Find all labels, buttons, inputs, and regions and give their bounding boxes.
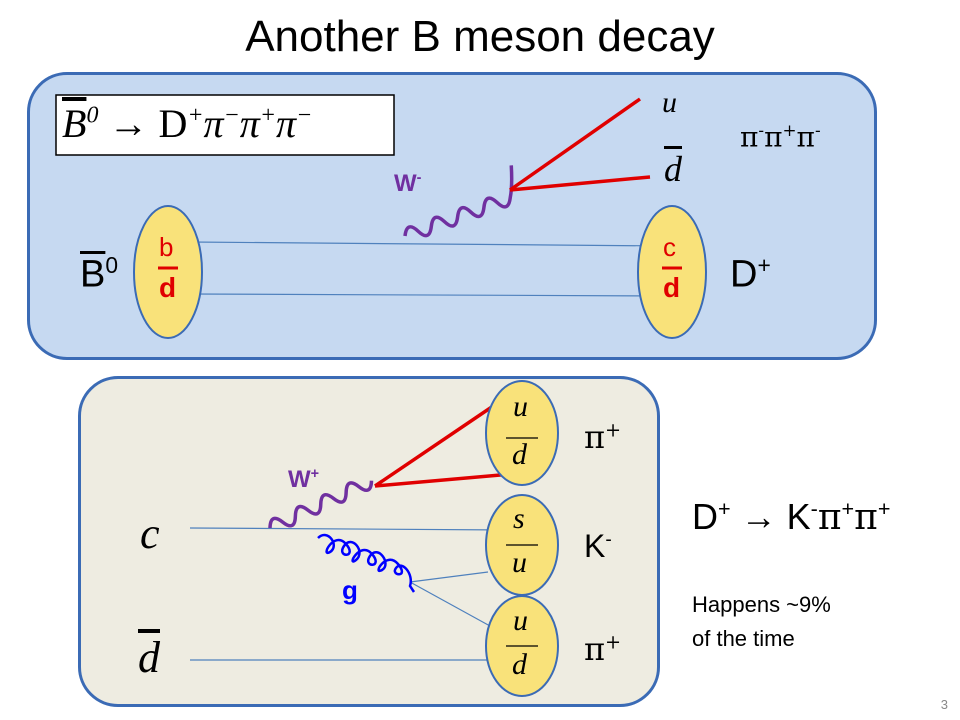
meson3-quark2: d — [512, 648, 527, 681]
top-w-label: W- — [394, 170, 422, 197]
d-meson-ellipse — [637, 205, 707, 339]
meson3-quark1: u — [513, 604, 528, 637]
bottom-red-line-dbar — [374, 472, 513, 488]
in-quark-dbar: d — [138, 633, 160, 682]
decay-formula: B0 → D+π−π+π− — [62, 101, 313, 146]
meson2-quark1: s — [513, 502, 525, 535]
slide-title: Another B meson decay — [245, 12, 715, 61]
in-quark-c: c — [140, 509, 160, 558]
d-meson-quark-top: c — [663, 232, 676, 262]
bottom-red-line-u — [374, 396, 506, 488]
d-decay-equation: D+ → K-π+π+ — [692, 496, 891, 538]
d-meson-quark-bottom: d — [663, 272, 681, 303]
meson3-label: π+ — [584, 630, 622, 668]
slide-number: 3 — [940, 697, 948, 712]
bottom-w-boson — [268, 480, 374, 529]
branching-note-line-2: of the time — [692, 626, 795, 651]
b-meson-label: B0 — [80, 252, 119, 296]
top-red-line-u — [508, 97, 642, 192]
b-meson-quark-bottom: d — [159, 272, 177, 303]
meson1-quark1: u — [513, 390, 528, 423]
top-quark-u: u — [662, 86, 677, 119]
b-meson-ellipse — [133, 205, 203, 339]
bottom-panel — [78, 376, 660, 707]
top-quark-dbar: d — [664, 149, 682, 189]
meson1-label: π+ — [584, 418, 622, 456]
gluon-quark-line-u — [409, 571, 489, 583]
b-meson-quark-top: b — [159, 232, 174, 262]
meson2-quark2: u — [512, 546, 527, 579]
branching-note-line-1: Happens ~9% — [692, 592, 831, 617]
bottom-quark-line-c — [189, 527, 513, 531]
gluon-label: g — [342, 575, 358, 605]
top-red-line-dbar — [509, 175, 651, 192]
top-quark-line-lower — [189, 293, 671, 297]
top-final-state: π-π+π- — [740, 120, 821, 154]
meson1-quark2: d — [512, 438, 527, 471]
gluon-quark-line-s — [409, 581, 491, 627]
top-w-boson — [403, 165, 514, 238]
gluon-line — [317, 533, 416, 593]
pi-plus-top-ellipse — [485, 380, 559, 486]
formula-box — [55, 94, 395, 156]
d-meson-label: D+ — [730, 252, 771, 296]
top-quark-line-upper — [189, 241, 671, 247]
bottom-w-label: W+ — [288, 466, 320, 493]
meson2-label: K- — [584, 528, 612, 564]
